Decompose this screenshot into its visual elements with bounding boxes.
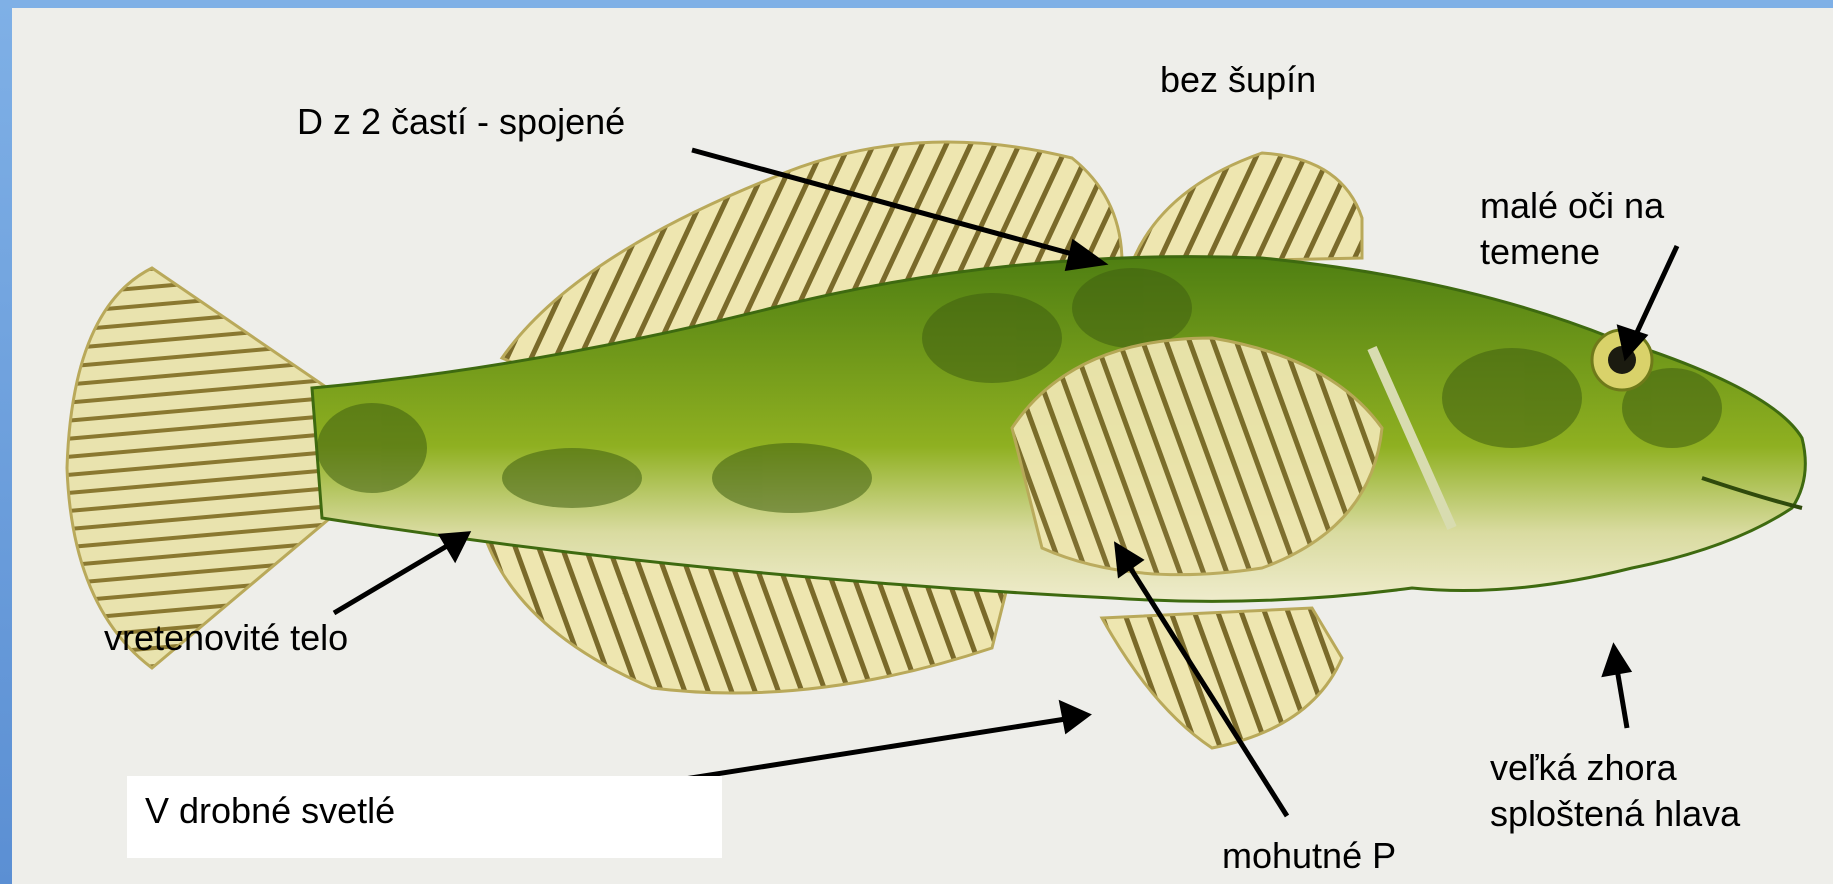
dorsal-fin-rear bbox=[1132, 153, 1362, 263]
label-pectoral-fin: mohutné P bbox=[1222, 834, 1396, 877]
label-no-scales: bez šupín bbox=[1160, 58, 1316, 101]
slide: bez šupín D z 2 častí - spojené malé oči… bbox=[12, 8, 1833, 884]
label-eyes-line2: temene bbox=[1480, 230, 1600, 273]
caudal-fin bbox=[67, 268, 342, 668]
label-dorsal-fin: D z 2 častí - spojené bbox=[297, 100, 625, 143]
label-eyes-line1: malé oči na bbox=[1480, 184, 1664, 227]
label-body: vretenovité telo bbox=[104, 616, 348, 659]
label-pelvic-fin: V drobné svetlé bbox=[127, 776, 722, 858]
pelvic-fin bbox=[1102, 608, 1342, 748]
label-head-line2: sploštená hlava bbox=[1490, 792, 1740, 835]
label-head-line1: veľká zhora bbox=[1490, 746, 1677, 789]
